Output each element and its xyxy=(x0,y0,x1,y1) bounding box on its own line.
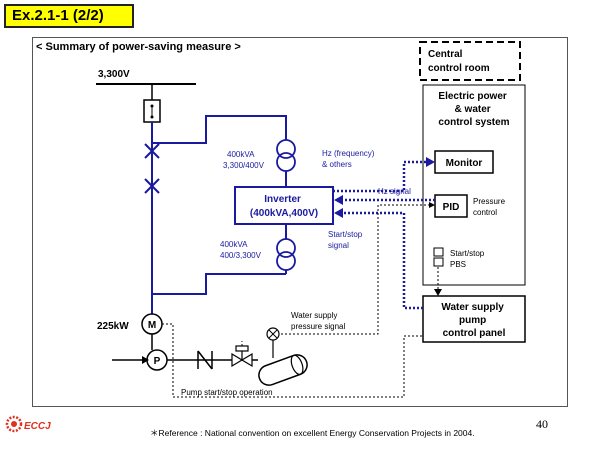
pump-operation-line xyxy=(162,323,423,398)
monitor-arrow xyxy=(426,157,435,167)
pump-label: P xyxy=(154,356,161,367)
pbs-arrow xyxy=(434,289,442,296)
eccj-logo-icon xyxy=(5,415,23,433)
pbs-button-top xyxy=(433,247,444,257)
pressure-signal-arrow xyxy=(429,202,435,208)
control-system-label: Electric power & water control system xyxy=(438,91,509,128)
pid-box xyxy=(434,194,468,218)
pipe-inlet-arrow xyxy=(142,356,149,364)
breaker-upper xyxy=(144,143,160,159)
hz-signal-label: Hz signal xyxy=(378,187,411,196)
pump-control-panel-label: Water supply pump control panel xyxy=(441,302,506,339)
check-valve xyxy=(197,350,213,370)
pressure-control-label: Pressure control xyxy=(473,197,507,217)
hz-frequency-label: Hz (frequency) & others xyxy=(322,149,377,169)
central-control-room-box xyxy=(419,41,521,81)
transformer-bottom-coil-1 xyxy=(276,238,296,258)
central-control-room-label: Central control room xyxy=(428,49,490,74)
transformer-top-coil-2 xyxy=(276,152,296,172)
inverter-label: Inverter (400kVA,400V) xyxy=(250,194,318,219)
eccj-logo-text: ECCJ xyxy=(24,421,51,432)
diagram-frame xyxy=(32,37,568,407)
startstop-signal-arrow xyxy=(334,208,343,218)
pid-label: PID xyxy=(443,202,460,213)
header-tank xyxy=(258,354,308,386)
reference-note: ＊Reference : National convention on exce… xyxy=(150,428,475,438)
gauge-cross xyxy=(268,329,278,339)
startstop-pbs-label: Start/stop PBS xyxy=(450,249,486,269)
breaker-lower xyxy=(144,178,160,194)
hz-signal-to-monitor xyxy=(333,160,427,193)
water-pressure-label: Water supply pressure signal xyxy=(291,311,345,331)
monitor-label: Monitor xyxy=(446,158,483,169)
pump-control-panel-box xyxy=(422,295,526,343)
control-valve xyxy=(231,345,253,368)
transformer-bottom-coil-2 xyxy=(276,251,296,271)
slide-title: Ex.2.1-1 (2/2) xyxy=(4,4,134,28)
upper-branch xyxy=(152,115,287,144)
motor-rating-label: 225kW xyxy=(97,321,129,332)
inverter-box xyxy=(234,186,334,225)
transformer-bottom-label: 400kVA 400/3,300V xyxy=(220,240,262,260)
motor-label: M xyxy=(148,320,156,331)
startstop-signal-label: Start/stop signal xyxy=(328,230,364,250)
lower-branch xyxy=(152,273,286,295)
transformer-top-coil-1 xyxy=(276,139,296,159)
startstop-signal-line xyxy=(342,211,423,310)
transformer-top-label: 400kVA 3,300/400V xyxy=(223,150,265,170)
pump-operation-label: Pump start/stop operation xyxy=(181,388,273,397)
voltage-label: 3,300V xyxy=(98,69,130,80)
hz-signal-arrow xyxy=(334,195,343,205)
pressure-signal-line xyxy=(281,204,435,335)
diagram-heading: < Summary of power-saving measure > xyxy=(36,41,241,53)
pbs-button-bottom xyxy=(433,257,444,267)
page-number: 40 xyxy=(536,417,548,431)
